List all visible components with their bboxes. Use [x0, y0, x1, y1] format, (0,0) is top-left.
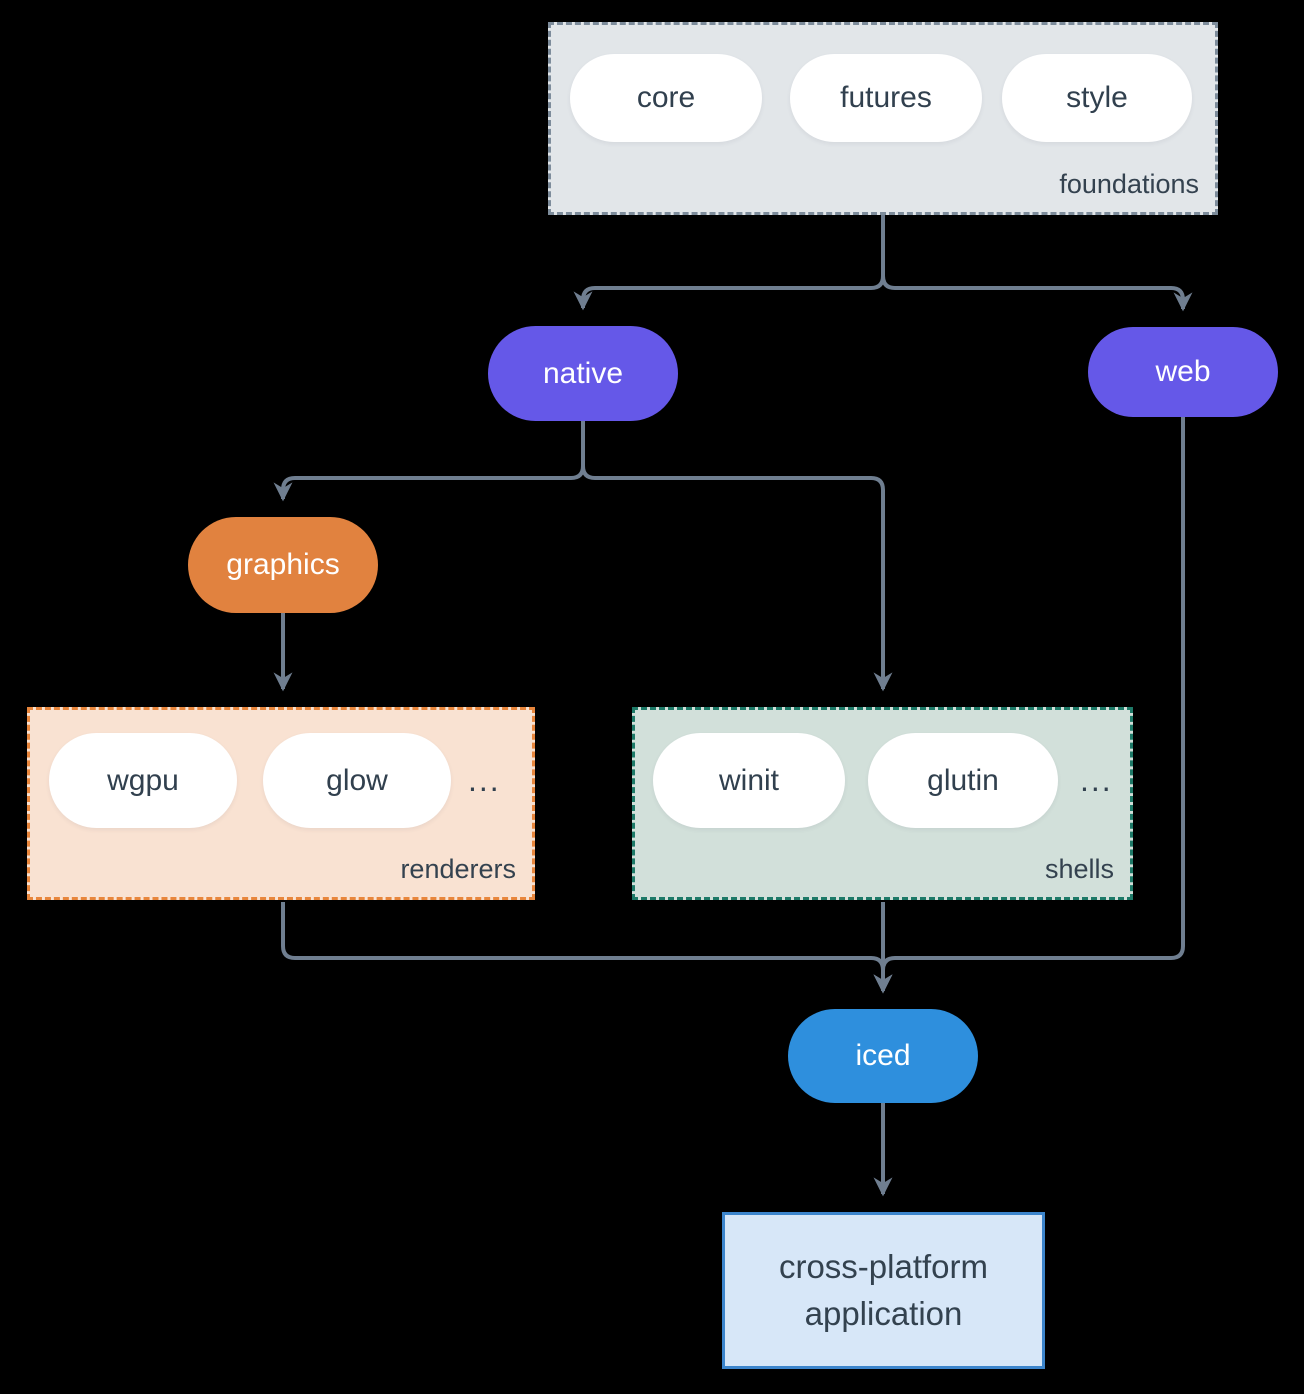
renderers-ellipsis: ...: [468, 762, 501, 798]
group-renderers-label: renderers: [400, 854, 516, 884]
node-core: core: [570, 54, 762, 142]
node-web-label: web: [1155, 355, 1211, 388]
node-futures-label: futures: [840, 81, 932, 114]
node-native: native: [488, 326, 678, 421]
group-shells-label: shells: [1044, 854, 1114, 884]
node-iced-label: iced: [855, 1039, 911, 1072]
node-winit: winit: [653, 733, 845, 828]
node-futures: futures: [790, 54, 982, 142]
node-graphics: graphics: [188, 517, 378, 613]
node-winit-label: winit: [718, 763, 779, 797]
edge-foundations-native: [573, 215, 885, 311]
edge-web-iced: [873, 417, 1185, 994]
edge-native-graphics: [273, 421, 585, 502]
group-foundations-label: foundations: [1059, 169, 1199, 199]
node-style-label: style: [1066, 81, 1128, 114]
node-glow: glow: [263, 733, 451, 828]
node-wgpu: wgpu: [49, 733, 237, 828]
node-cross-platform-application: cross-platform application: [722, 1212, 1045, 1369]
node-core-label: core: [636, 81, 696, 114]
node-glutin-label: glutin: [927, 763, 999, 797]
shells-ellipsis: ...: [1080, 762, 1113, 798]
node-iced: iced: [788, 1009, 978, 1103]
edge-foundations-web: [881, 215, 1193, 312]
node-cross-platform-application-label: cross-platform application: [778, 1247, 989, 1332]
node-native-label: native: [542, 356, 624, 390]
node-glutin: glutin: [868, 733, 1058, 828]
node-glow-label: glow: [326, 763, 388, 797]
node-style: style: [1002, 54, 1192, 142]
node-wgpu-label: wgpu: [107, 763, 179, 797]
node-web: web: [1088, 327, 1278, 417]
edge-renderers-iced: [281, 902, 893, 994]
edge-native-shells: [581, 421, 893, 692]
node-graphics-label: graphics: [226, 548, 340, 581]
